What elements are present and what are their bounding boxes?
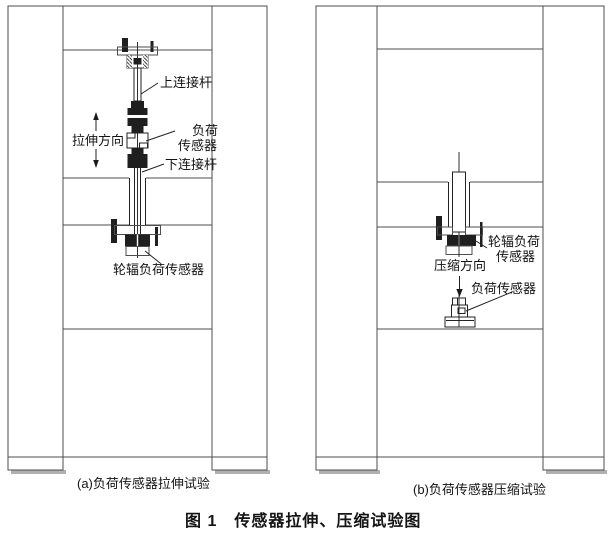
sensor-base	[125, 246, 150, 256]
right-column-hatched	[211, 5, 268, 458]
left-column-hatched	[7, 5, 64, 458]
machine-foot	[542, 456, 605, 471]
leader-spoke-sensor	[144, 250, 161, 264]
bolt	[155, 227, 158, 246]
machine-foot	[211, 456, 268, 471]
bolt	[436, 216, 442, 240]
crosshead-slot	[448, 181, 470, 228]
arrowhead-down	[93, 160, 99, 168]
spoke-load-cell	[436, 216, 483, 257]
load-sensor-on-platen	[444, 295, 476, 328]
bottom-base	[62, 328, 213, 458]
panel-b-frame	[315, 5, 607, 474]
leader-load-sensor	[465, 291, 513, 312]
left-column-hatched	[315, 5, 378, 458]
foot-shadow	[319, 470, 380, 474]
load-sensor-stack	[126, 101, 149, 168]
mount-flange	[465, 226, 483, 236]
bottom-base	[376, 328, 544, 458]
label-spoke-sensor-1: 轮辐负荷	[488, 234, 540, 249]
panel-b-caption: (b)负荷传感器压缩试验	[413, 482, 546, 497]
threaded-section	[131, 148, 144, 154]
label-lower-rod: 下连接杆	[165, 157, 217, 172]
spoke-load-cell	[111, 219, 161, 256]
arrowhead-down	[456, 289, 463, 297]
threaded-section	[131, 126, 144, 133]
panel-a: 上连接杆 负荷 传感器 拉伸方向 下连接杆 轮辐负荷传感器 (a)负荷传感器拉伸…	[7, 5, 270, 491]
threaded-section	[131, 101, 144, 108]
panel-a-caption: (a)负荷传感器拉伸试验	[77, 476, 210, 491]
figure-title: 图 1 传感器拉伸、压缩试验图	[185, 511, 421, 530]
leader-upper-rod	[140, 82, 159, 95]
label-load-sensor: 负荷传感器	[471, 281, 536, 296]
panel-b: 轮辐负荷 传感器 压缩方向 负荷传感器 (b)负荷传感器压缩试验	[315, 5, 607, 497]
label-load-sensor-2: 传感器	[178, 138, 217, 153]
foot-shadow	[215, 470, 270, 474]
compression-direction-arrow	[456, 276, 463, 297]
label-tension-direction: 拉伸方向	[72, 133, 124, 148]
label-spoke-sensor-2: 传感器	[496, 249, 535, 264]
label-upper-rod: 上连接杆	[160, 75, 212, 90]
top-crosshead	[376, 5, 544, 50]
leader-load-sensor	[145, 130, 176, 142]
machine-foot	[7, 456, 64, 471]
sensor-base-plate	[444, 316, 476, 328]
label-load-sensor-1: 负荷	[192, 123, 218, 138]
tension-direction-arrow	[93, 112, 99, 168]
label-compression-direction: 压缩方向	[434, 258, 486, 273]
mount-flange	[437, 226, 453, 236]
foot-shadow	[546, 470, 607, 474]
spoke-sensor-body	[447, 235, 476, 246]
upper-grip-fixture	[117, 38, 158, 69]
arrowhead-up	[93, 112, 99, 120]
leader-spoke-sensor	[475, 240, 488, 249]
leader-lower-rod	[141, 163, 165, 173]
foot-shadow	[11, 470, 66, 474]
machine-foot	[315, 456, 378, 471]
lower-coupling	[127, 154, 148, 168]
label-spoke-sensor: 轮辐负荷传感器	[113, 262, 204, 277]
bolt	[122, 38, 128, 52]
right-column-hatched	[542, 5, 605, 458]
